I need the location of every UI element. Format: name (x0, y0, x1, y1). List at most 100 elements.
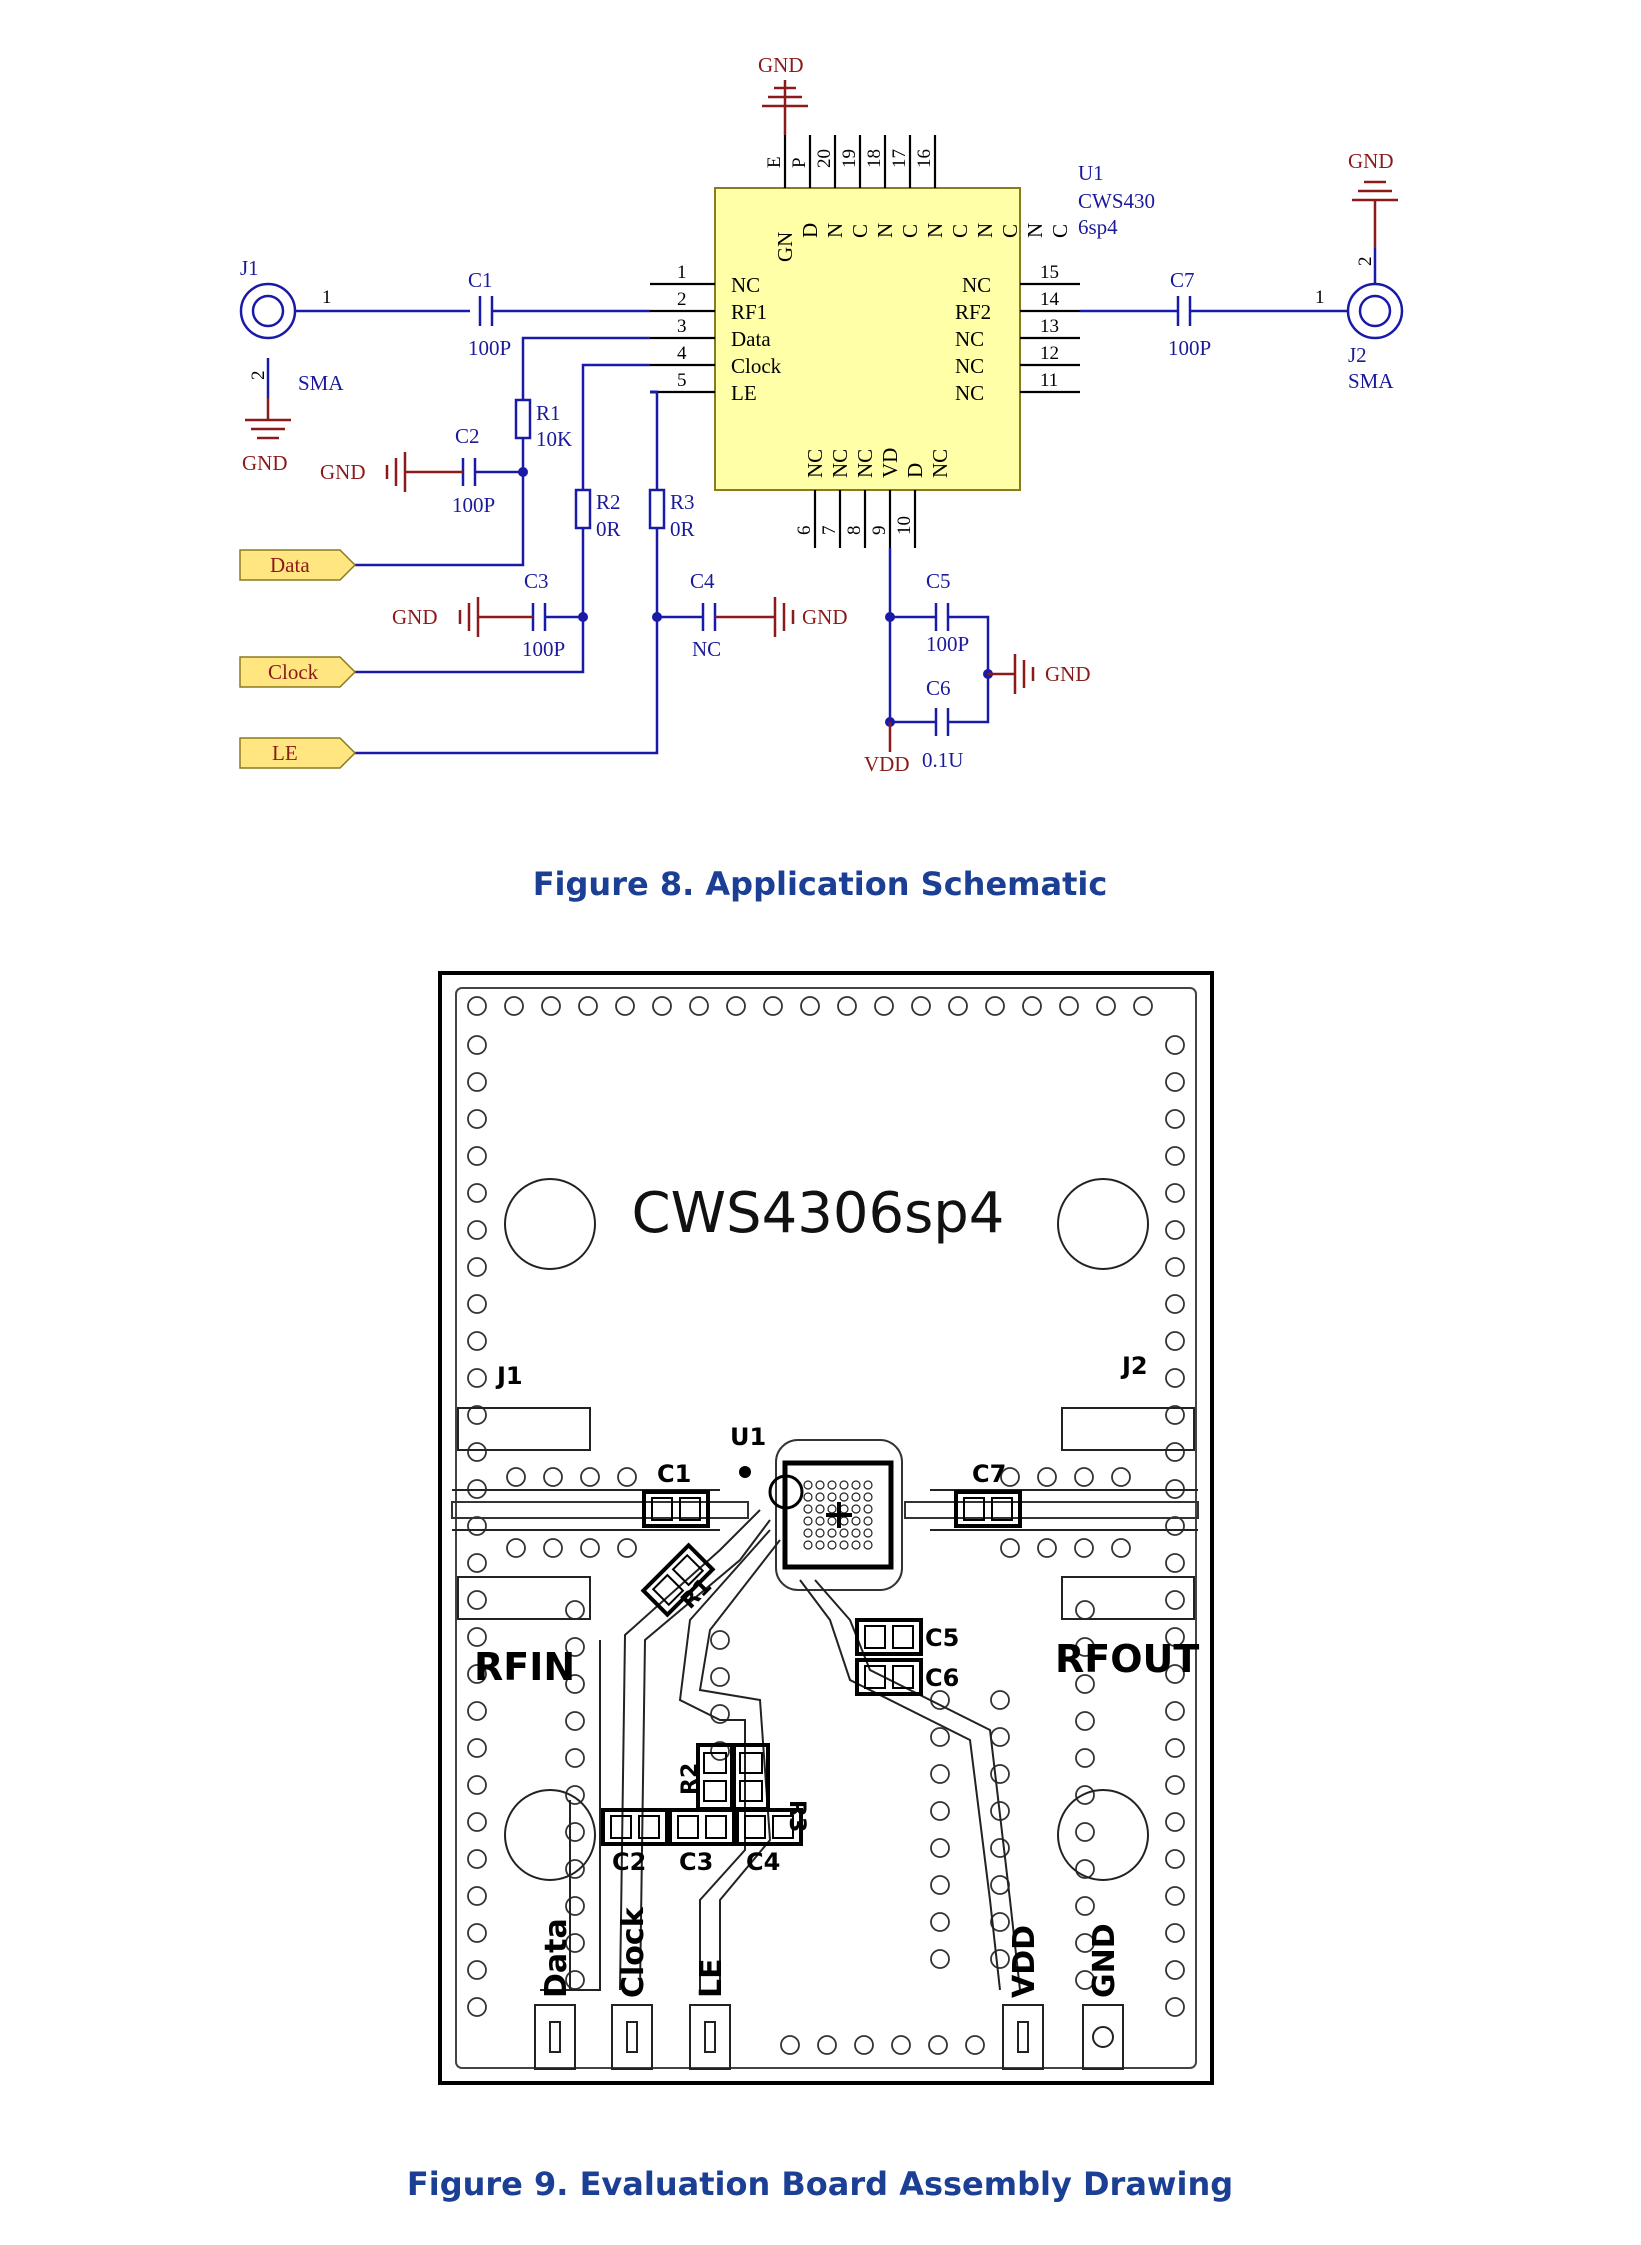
port-data: Data (239, 549, 357, 581)
pin-p-name: D (798, 223, 822, 238)
c3-ref: C3 (524, 569, 549, 593)
board-outline (438, 971, 1214, 2085)
c1-value: 100P (468, 336, 511, 360)
via (467, 1664, 487, 1684)
gnd-top: GND (758, 53, 808, 135)
capacitor-c7: C7 100P (1080, 268, 1348, 360)
via (1111, 1467, 1131, 1487)
r2-ref: R2 (596, 490, 621, 514)
r1-value: 10K (536, 427, 572, 451)
pin-7-num: 7 (819, 526, 840, 536)
bottom-extra: NC (928, 449, 952, 478)
via (467, 1368, 487, 1388)
via (985, 996, 1005, 1016)
via (710, 1741, 730, 1761)
ic-grid-dot (815, 1492, 825, 1502)
c5-gnd-label: GND (1045, 662, 1091, 686)
u1-body (714, 187, 1021, 491)
ic-grid-dot (803, 1504, 813, 1514)
pin-5-name: LE (731, 381, 757, 405)
pin-2-name: RF1 (731, 300, 767, 324)
via (467, 1442, 487, 1462)
board-vias (467, 996, 1185, 2055)
vdd-net: GND C5 100P C6 0.1U VDD (864, 548, 1091, 776)
footprint-r1 (640, 1542, 716, 1618)
j2-type: SMA (1348, 369, 1394, 393)
via (1165, 1220, 1185, 1240)
ic-grid-dot (815, 1528, 825, 1538)
capacitor-c1: C1 100P (468, 268, 650, 360)
pin-20-num: 20 (814, 149, 835, 168)
ic-grid-dot (851, 1540, 861, 1550)
silk-gnd: GND (1087, 1923, 1122, 1998)
via (1165, 1738, 1185, 1758)
pin-18-num: 18 (864, 149, 885, 168)
via (1165, 1812, 1185, 1832)
pin-5-num: 5 (677, 370, 687, 391)
silk-rfin: RFIN (474, 1645, 575, 1689)
via (930, 1949, 950, 1969)
ic-grid-dot (851, 1516, 861, 1526)
via (467, 1812, 487, 1832)
top-extra-3: N (1023, 223, 1047, 238)
board-title: CWS4306sp4 (632, 1181, 1005, 1246)
silk-rfout: RFOUT (1055, 1637, 1199, 1681)
pin-14-num: 14 (1040, 289, 1060, 310)
c2-ref: C2 (455, 424, 480, 448)
pin-9-num: 9 (869, 526, 890, 536)
via (948, 996, 968, 1016)
pin-13-name: NC (955, 327, 984, 351)
ic-grid-dot (851, 1480, 861, 1490)
r1-ref: R1 (536, 401, 561, 425)
j2-pin1: 1 (1315, 287, 1325, 308)
pin-8-name: NC (853, 449, 877, 478)
via (565, 1674, 585, 1694)
c7-ref: C7 (1170, 268, 1195, 292)
pin-7-name: NC (828, 449, 852, 478)
via (467, 996, 487, 1016)
via (565, 1711, 585, 1731)
via (930, 1764, 950, 1784)
mounting-hole-tl (504, 1178, 596, 1270)
pin-14-name: RF2 (955, 300, 991, 324)
pin-p-num: P (789, 157, 810, 168)
pin-11-num: 11 (1040, 370, 1058, 391)
via (467, 1849, 487, 1869)
via (1165, 1590, 1185, 1610)
via (580, 1538, 600, 1558)
via (817, 2035, 837, 2055)
via (930, 1727, 950, 1747)
via (1165, 1664, 1185, 1684)
ic-grid-dot (863, 1540, 873, 1550)
via (1075, 1933, 1095, 1953)
c2-gnd-label: GND (320, 460, 366, 484)
via (710, 1667, 730, 1687)
j2-ref: J2 (1348, 343, 1367, 367)
ic-grid-dot (863, 1528, 873, 1538)
footprint-c1 (642, 1490, 710, 1528)
mounting-hole-br (1057, 1789, 1149, 1881)
j1-sma: J1 1 2 SMA GND (239, 256, 470, 475)
via (965, 2035, 985, 2055)
ic-grid-dot (839, 1528, 849, 1538)
pin-ep-name: GN (773, 232, 797, 262)
silk-c2: C2 (612, 1848, 646, 1876)
via (467, 1183, 487, 1203)
pin-20-name: N (823, 223, 847, 238)
port-le-label: LE (272, 741, 298, 765)
silk-c4: C4 (746, 1848, 780, 1876)
via (1075, 1822, 1095, 1842)
via (504, 996, 524, 1016)
via (580, 1467, 600, 1487)
via (543, 1467, 563, 1487)
u1-part-line2: 6sp4 (1078, 215, 1118, 239)
via (467, 1072, 487, 1092)
via (1165, 1146, 1185, 1166)
via (911, 996, 931, 1016)
via (930, 1912, 950, 1932)
r3-value: 0R (670, 517, 695, 541)
pin-3-num: 3 (677, 316, 687, 337)
via (1165, 1257, 1185, 1277)
silk-c7: C7 (972, 1460, 1006, 1488)
